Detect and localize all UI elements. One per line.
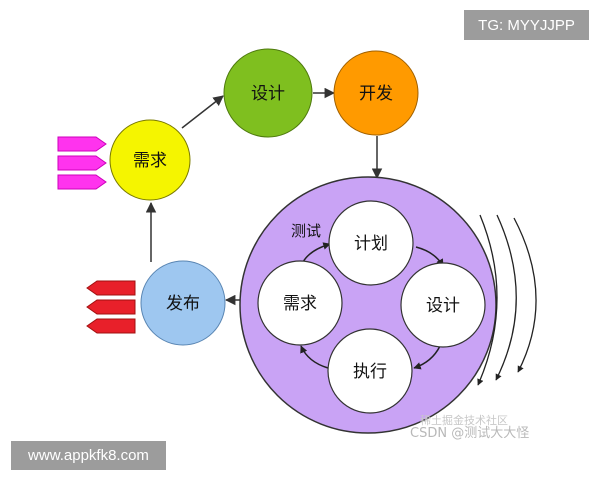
- node-release-label: 发布: [166, 294, 200, 314]
- input-arrow: [57, 174, 107, 190]
- cycle-arrow-requirement-plan: [302, 242, 331, 263]
- node-develop-label: 开发: [359, 84, 393, 104]
- test-cycle: 测试 计划 设计 执行 需求: [239, 176, 497, 434]
- node-design: 设计: [223, 48, 313, 138]
- input-arrow: [57, 155, 107, 171]
- rotation-arcs: [477, 214, 537, 386]
- node-requirement: 需求: [109, 119, 191, 201]
- flow-connectors: [145, 87, 383, 306]
- cycle-node-plan-label: 计划: [354, 234, 388, 254]
- node-design-label: 设计: [251, 84, 285, 104]
- connector-requirement-design: [181, 95, 224, 129]
- test-cycle-label: 测试: [291, 222, 321, 240]
- cycle-node-requirement-label: 需求: [283, 294, 317, 314]
- site-url-badge: www.appkfk8.com: [11, 441, 166, 470]
- cycle-node-design-label: 设计: [426, 296, 460, 316]
- input-arrow: [57, 136, 107, 152]
- node-requirement-label: 需求: [133, 151, 167, 171]
- node-develop: 开发: [333, 50, 419, 136]
- output-arrows: [86, 280, 136, 334]
- cycle-arrow-execute-requirement: [300, 345, 329, 369]
- tg-badge: TG: MYYJJPP: [464, 10, 589, 40]
- cycle-node-plan: 计划: [328, 200, 414, 286]
- rotation-arc: [495, 214, 517, 381]
- cycle-node-execute: 执行: [327, 328, 413, 414]
- cycle-node-requirement: 需求: [257, 260, 343, 346]
- test-cycle-ring: [239, 176, 497, 434]
- node-release: 发布: [140, 260, 226, 346]
- output-arrow: [86, 299, 136, 315]
- cycle-node-design: 设计: [400, 262, 486, 348]
- rotation-arc: [477, 214, 498, 386]
- output-arrow: [86, 280, 136, 296]
- rotation-arc: [513, 217, 537, 373]
- watermark-csdn: CSDN @测试大大怪: [410, 426, 530, 441]
- watermark-juejin: 稀土掘金技术社区: [420, 414, 508, 427]
- output-arrow: [86, 318, 136, 334]
- cycle-node-execute-label: 执行: [353, 362, 387, 382]
- input-arrows: [57, 136, 107, 190]
- cycle-arrow-design-execute: [413, 345, 441, 370]
